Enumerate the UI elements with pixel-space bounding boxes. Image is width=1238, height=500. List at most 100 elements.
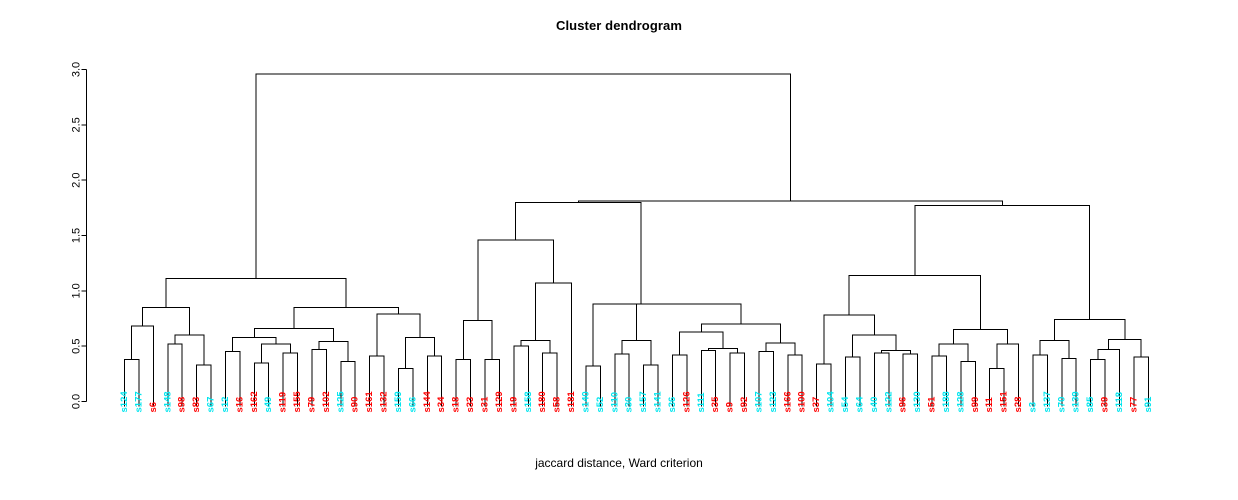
- leaf-label: s36: [667, 397, 678, 413]
- dendrogram-branch: [455, 358, 472, 402]
- dendrogram-branch: [1090, 358, 1106, 402]
- dendrogram-branch: [845, 356, 861, 402]
- leaf-label: s107: [754, 391, 765, 412]
- leaf-label: s157: [638, 391, 649, 412]
- leaf-label: s155: [292, 391, 303, 413]
- leaf-label: s132: [379, 391, 390, 412]
- dendrogram-branch: [174, 334, 205, 365]
- dendrogram-branch: [1039, 340, 1070, 359]
- y-tick-label: 1.5: [71, 228, 83, 243]
- y-tick-label: 0.0: [71, 394, 83, 409]
- dendrogram-branch: [823, 314, 875, 364]
- dendrogram-branch: [914, 205, 1091, 320]
- leaf-label: s104: [826, 391, 837, 413]
- leaf-label: s177: [133, 391, 144, 412]
- leaf-label: s77: [1128, 397, 1139, 413]
- dendrogram-branch: [196, 364, 212, 402]
- leaf-label: s130: [912, 391, 923, 412]
- leaf-label: s181: [566, 391, 577, 413]
- dendrogram-branch: [953, 329, 1009, 344]
- leaf-label: s119: [278, 392, 289, 413]
- leaf-label: s16: [234, 397, 245, 413]
- leaf-label: s148: [162, 391, 173, 412]
- leaf-label: s151: [999, 391, 1010, 413]
- leaf-tick-marks: [124, 401, 1149, 407]
- leaf-label: s140: [580, 391, 591, 412]
- leaf-label: s40: [869, 397, 880, 413]
- dendrogram-branch: [261, 343, 291, 363]
- leaf-label: s54: [840, 396, 851, 413]
- dendrogram-branch: [477, 239, 554, 321]
- leaf-label: s58: [552, 397, 563, 413]
- leaf-label: s3: [1028, 402, 1039, 413]
- y-tick-label: 1.0: [71, 283, 83, 298]
- page-title: Cluster dendrogram: [555, 18, 683, 33]
- dendrogram-branch: [462, 320, 493, 360]
- y-tick-label: 2.0: [71, 173, 83, 188]
- y-tick-label: 3.0: [71, 62, 83, 77]
- leaf-label: s166: [782, 391, 793, 412]
- leaf-label: s9: [725, 402, 736, 413]
- dendrogram-branch: [255, 73, 791, 279]
- leaf-label: s34: [436, 396, 447, 413]
- leaf-label: s100: [797, 391, 808, 412]
- leaf-label: s28: [1013, 397, 1024, 413]
- dendrogram-branch: [1054, 319, 1126, 341]
- leaf-label: s111: [696, 392, 707, 413]
- dendrogram-branch: [515, 201, 642, 305]
- leaf-label: s67: [206, 397, 217, 413]
- dendrogram-branch: [535, 282, 572, 402]
- leaf-label: s70: [1056, 397, 1067, 413]
- leaf-label: s92: [739, 397, 750, 413]
- leaf-label: s79: [307, 397, 318, 413]
- x-axis-label: jaccard distance, Ward criterion: [535, 456, 703, 470]
- dendrogram-branch: [253, 328, 335, 342]
- leaf-label: s90: [350, 397, 361, 413]
- leaf-label: s12: [220, 397, 231, 413]
- y-tick-label: 0.5: [71, 339, 83, 354]
- dendrogram-branch: [592, 303, 689, 367]
- leaf-label: s141: [653, 391, 664, 413]
- leaf-label: s159: [393, 391, 404, 412]
- y-tick-label: 2.5: [71, 117, 83, 132]
- y-axis: 0.0 0.5 1.0 1.5 2.0 2.5 3.0: [71, 62, 87, 409]
- leaf-label: s139: [1071, 391, 1082, 412]
- leaf-label: s11: [984, 396, 995, 412]
- leaf-label: s98: [177, 397, 188, 413]
- leaf-label: s19: [508, 397, 519, 413]
- dendrogram-branch: [1133, 356, 1149, 402]
- dendrogram-branch: [131, 325, 154, 402]
- dendrogram-branch: [700, 323, 782, 343]
- leaf-label: s129: [494, 391, 505, 412]
- leaf-label: s126: [681, 391, 692, 412]
- leaf-label: s144: [422, 391, 433, 413]
- dendrogram-branch: [621, 340, 652, 365]
- dendrogram-branch: [729, 352, 746, 402]
- leaf-label: s83: [191, 397, 202, 413]
- leaf-label: s137: [1042, 391, 1053, 412]
- leaf-label: s102: [321, 391, 332, 412]
- leaf-label: s99: [970, 397, 981, 413]
- leaf-label: s128: [955, 391, 966, 412]
- dendrogram-branch: [1108, 339, 1142, 358]
- dendrogram-branch: [635, 303, 742, 341]
- leaf-label: s110: [609, 392, 620, 413]
- dendrogram-branch: [142, 306, 190, 336]
- dendrogram-branch: [165, 278, 347, 308]
- leaf-label: s64: [854, 396, 865, 413]
- leaf-label: s52: [595, 397, 606, 413]
- leaf-label: s118: [1114, 392, 1125, 413]
- dendrogram-branch: [405, 336, 435, 369]
- dendrogram-branch: [293, 306, 399, 329]
- leaf-label: s125: [335, 391, 346, 413]
- leaf-label: s30: [624, 397, 635, 413]
- leaf-label: s124: [119, 391, 130, 413]
- leaf-label: s49: [263, 397, 274, 413]
- dendrogram-branch: [765, 342, 796, 355]
- leaf-label: s85: [1085, 396, 1096, 413]
- leaf-label: s96: [898, 397, 909, 413]
- dendrogram-branch: [848, 274, 982, 330]
- leaf-label: s188: [941, 391, 952, 412]
